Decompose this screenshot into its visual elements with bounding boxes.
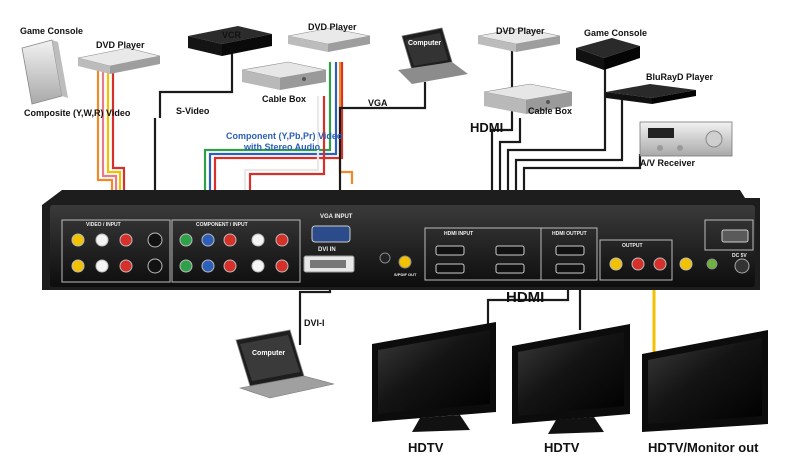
composite-ports [71, 232, 163, 274]
computer-bottom-label: Computer [252, 350, 286, 357]
laptop-icon [235, 329, 335, 399]
hdmi-bottom-label: HDMI [506, 289, 545, 306]
game-console-icon [576, 38, 640, 70]
hdtv-monitor-label: HDTV/Monitor out [648, 440, 759, 455]
composite-cable [101, 68, 118, 190]
dvd-player-icon [477, 27, 561, 52]
vga-input-label: VGA INPUT [320, 214, 353, 220]
s-video-cable [158, 48, 234, 118]
dvd-player-left-label: DVD Player [96, 40, 145, 50]
dvi-in-label: DVI IN [318, 247, 336, 253]
hdmi-input-label: HDMI INPUT [444, 231, 474, 237]
hdtv-icon [512, 324, 630, 434]
s-video-label: S-Video [176, 106, 210, 116]
vcr-icon [188, 26, 272, 56]
cable-box-mid-label: Cable Box [262, 94, 307, 104]
hdtv-1-label: HDTV [408, 440, 444, 455]
game-console-right-label: Game Console [584, 28, 648, 38]
output-label: OUTPUT [622, 243, 643, 249]
cable-box-icon [241, 61, 327, 90]
dvd-player-right-label: DVD Player [496, 26, 545, 36]
monitor-icon [642, 330, 768, 432]
hdtv-2-label: HDTV [544, 440, 580, 455]
component-cable [203, 62, 332, 190]
component-cable [243, 96, 320, 190]
composite-cable [96, 68, 114, 190]
bluray-player-icon [606, 84, 696, 104]
vcr-label: VCR [222, 30, 242, 40]
component-input-label: COMPONENT / INPUT [196, 222, 248, 228]
video-input-label: VIDEO / INPUT [86, 222, 121, 228]
dvd-player-icon [77, 47, 161, 74]
av-receiver-icon [639, 121, 733, 157]
component-video-label: Component (Y,Pb,Pr) Video [226, 131, 343, 141]
component-cable [248, 96, 326, 190]
vga-label: VGA [368, 98, 388, 108]
hdmi-cable [506, 62, 607, 190]
hdmi-top-label: HDMI [470, 120, 504, 135]
component-cable [208, 62, 338, 190]
laptop-icon [398, 27, 468, 84]
hdmi-ports [435, 245, 585, 274]
dc-5v-label: DC 5V [732, 253, 747, 259]
cables [96, 48, 656, 355]
dvi-i-label: DVI-I [304, 318, 325, 328]
dvd-player-mid-label: DVD Player [308, 22, 357, 32]
composite-cable [111, 68, 126, 190]
output-ports [609, 257, 693, 271]
stereo-audio-label: with Stereo Audio [244, 142, 321, 152]
hdmi-output-label: HDMI OUTPUT [552, 231, 587, 237]
game-console-left-label: Game Console [20, 26, 84, 36]
cable-box-right-label: Cable Box [528, 106, 573, 116]
spdif-label: S/PDIF OUT [394, 272, 417, 277]
bluray-player-label: BluRayD Player [646, 72, 714, 82]
vga-cable [338, 82, 427, 222]
component-ports [179, 233, 289, 273]
av-receiver-label: A/V Receiver [640, 158, 696, 168]
component-cable [213, 62, 344, 190]
hdmi-cable [498, 118, 522, 190]
hdmi-cable [514, 100, 624, 190]
cable-box-icon [483, 83, 573, 114]
hdmi-cable [522, 154, 642, 190]
hdtv-icon [372, 322, 496, 432]
game-console-icon [21, 39, 68, 105]
composite-video-label: Composite (Y,W,R) Video [24, 108, 131, 118]
dvd-player-icon [287, 27, 371, 52]
composite-cable [106, 68, 122, 190]
computer-top-label: Computer [408, 40, 442, 47]
